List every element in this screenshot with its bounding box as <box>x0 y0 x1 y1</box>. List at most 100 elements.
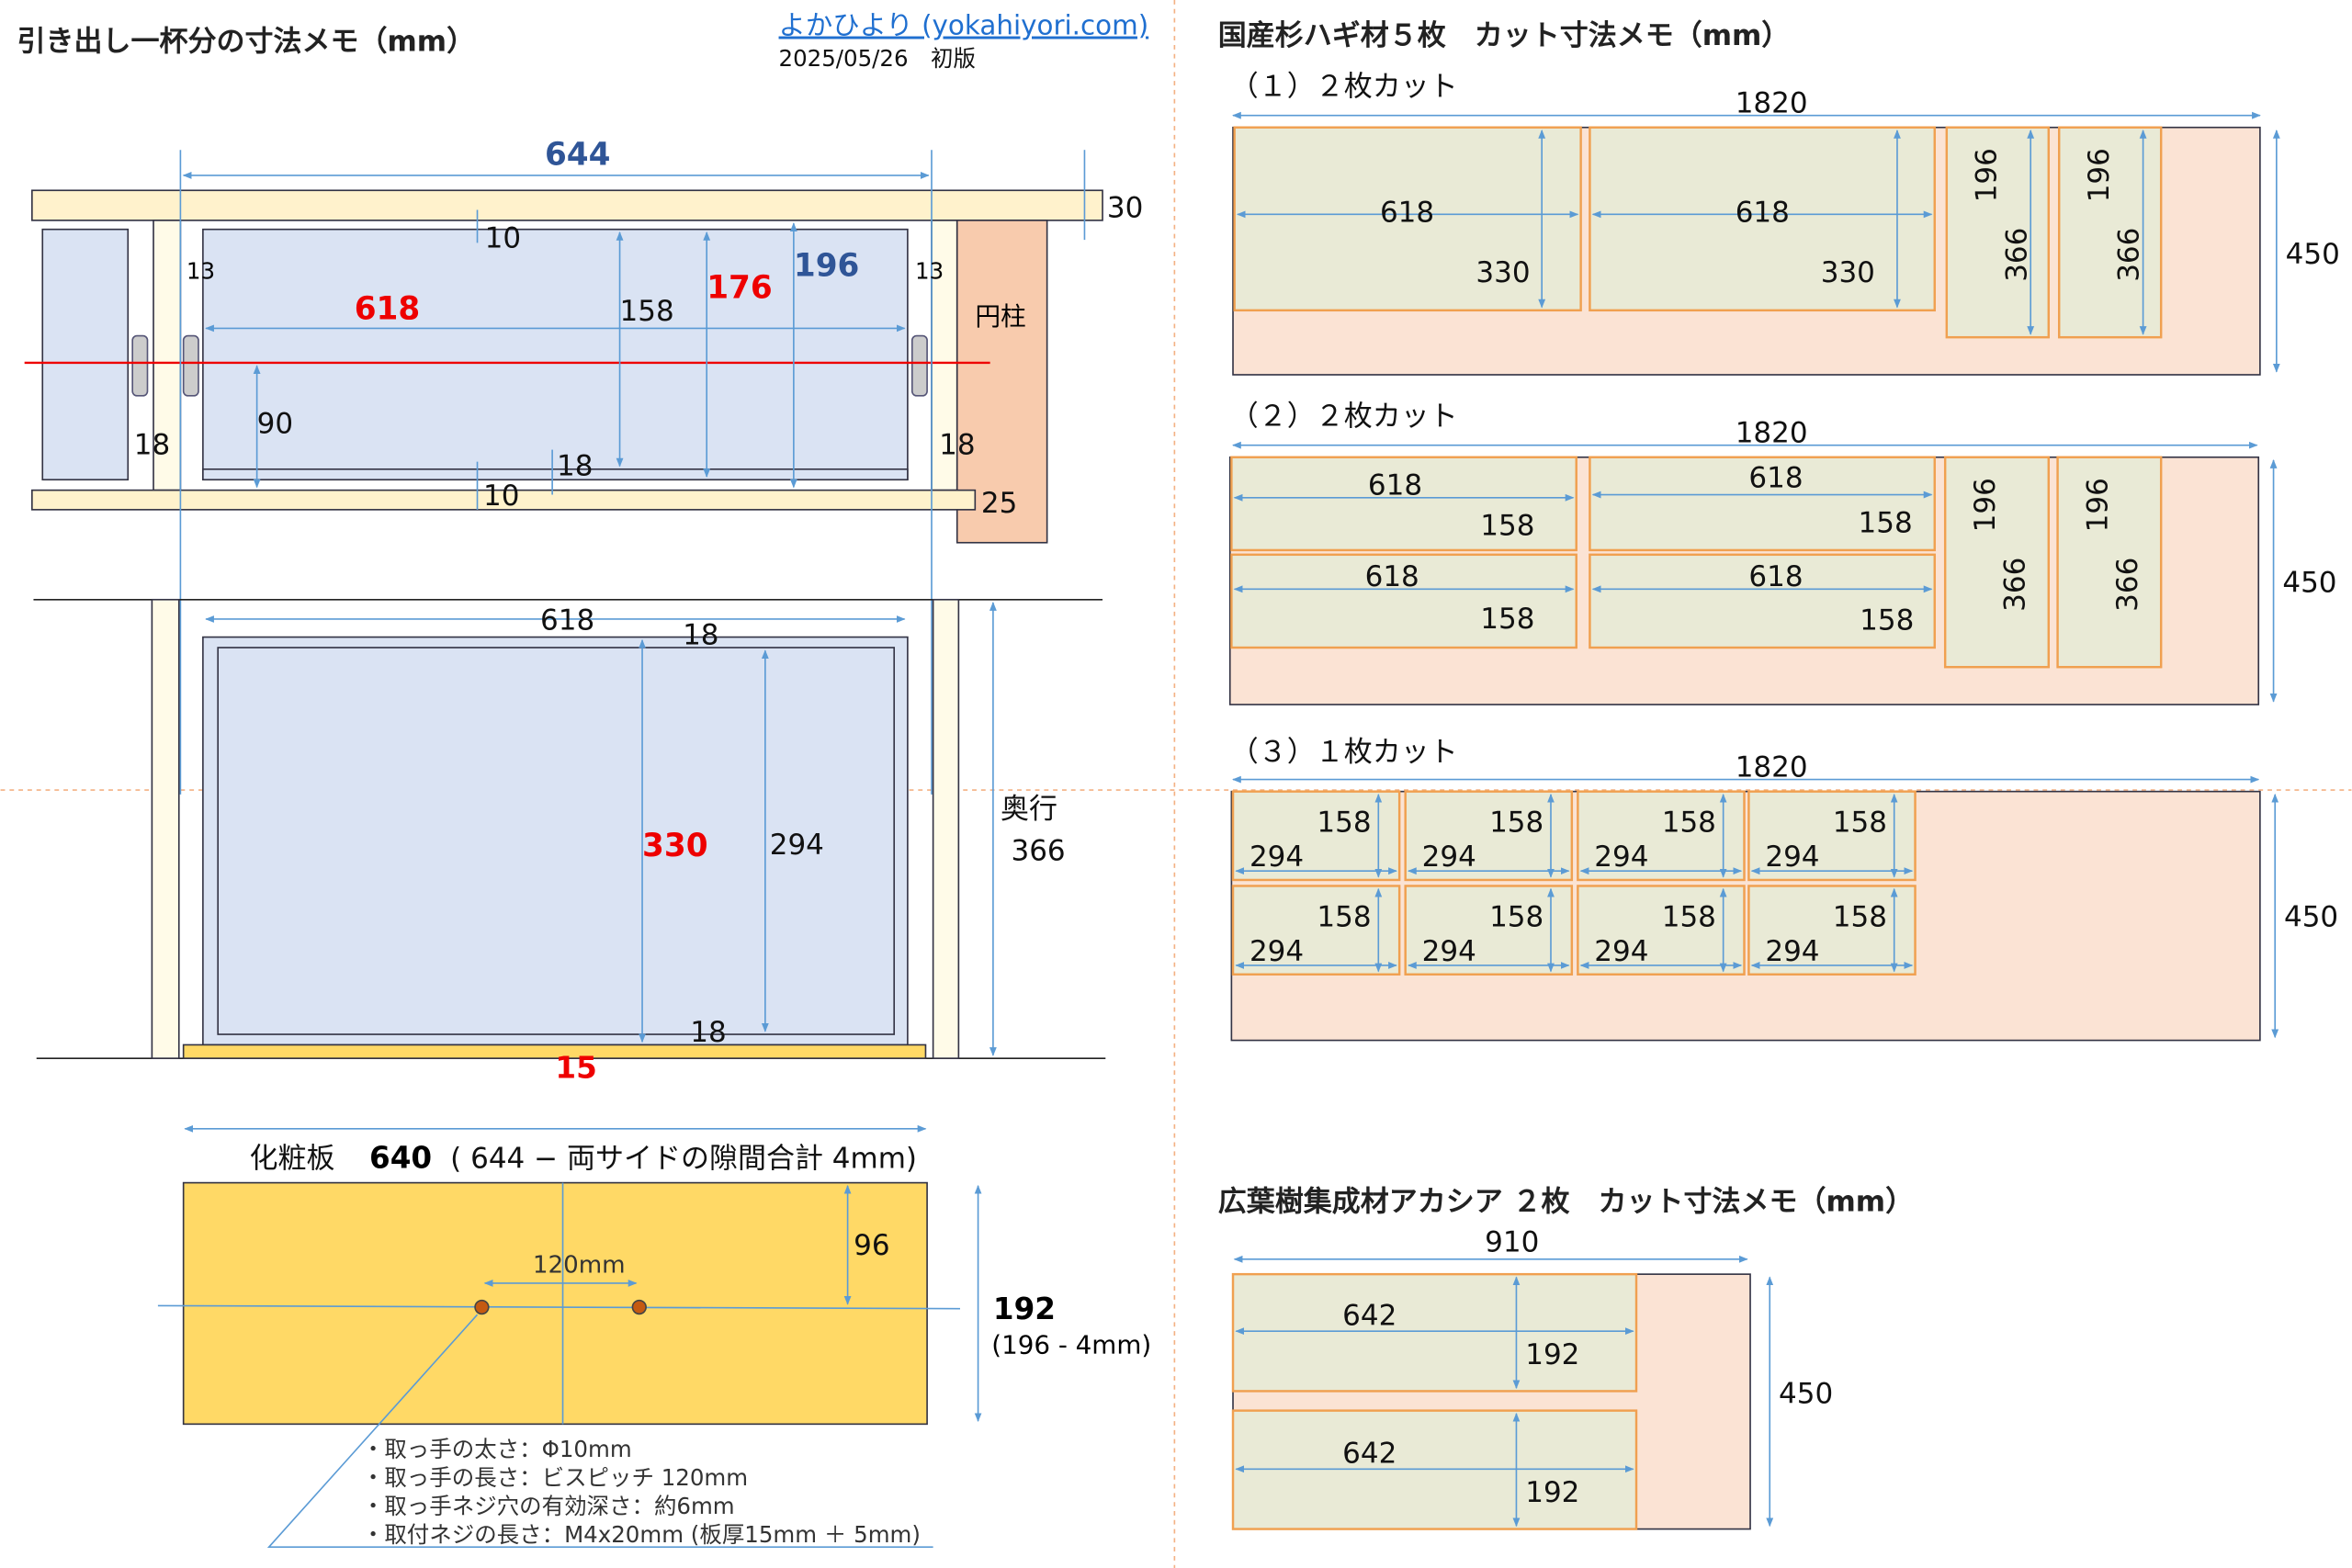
dimension-label: 618 <box>1748 461 1803 494</box>
dimension-label: 330 <box>1821 256 1875 289</box>
dimension-label: 366 <box>1999 558 2032 612</box>
cut-piece <box>1231 790 1401 882</box>
handle-screw-icon <box>631 1299 647 1315</box>
dimension-label: 192 <box>1525 1338 1579 1371</box>
piece-height: 294 <box>1765 935 1819 968</box>
note: ・取付ネジの長さ：M4x20mm (板厚15mm ＋ 5mm) <box>362 1521 921 1548</box>
dim-644: 644 <box>545 137 611 174</box>
dim-18-left: 18 <box>134 428 170 461</box>
dimension-label: 618 <box>1748 560 1803 593</box>
cut-piece <box>1747 790 1917 882</box>
dimension-label: 192 <box>1525 1476 1579 1509</box>
dimension-label: （１）２枚カット <box>1230 70 1458 103</box>
dim-330: 330 <box>642 828 708 864</box>
pitch-label: 120mm <box>533 1252 626 1280</box>
dimension-label: 366 <box>2000 228 2033 282</box>
adjacent-drawer <box>41 228 130 481</box>
note: ・取っ手の太さ：Φ10mm <box>362 1436 632 1462</box>
top-view: 644 30 10 13 13 618 158 176 196 円柱 90 18… <box>24 137 1143 795</box>
column-label: 円柱 <box>975 301 1025 332</box>
left-title: 引き出し一杯分の寸法メモ（mm） <box>17 25 476 58</box>
piece-height: 294 <box>1765 840 1819 874</box>
dimension-label: 1820 <box>1736 750 1808 784</box>
dimension-label: 366 <box>2113 228 2146 282</box>
acacia-title: 広葉樹集成材アカシア ２枚 カット寸法メモ（mm） <box>1218 1186 1914 1219</box>
panel-formula: ( 644 − 両サイドの隙間合計 4mm) <box>450 1142 917 1175</box>
site-link[interactable]: よかひより (yokahiyori.com) <box>779 10 1149 41</box>
dimension-label: （２）２枚カット <box>1230 400 1458 433</box>
dimension-label: 642 <box>1342 1438 1396 1471</box>
piece-width: 158 <box>1317 901 1371 934</box>
dimension-label: 450 <box>2282 567 2336 600</box>
dimension-label: 158 <box>1859 506 1913 539</box>
dim-13-right: 13 <box>915 258 944 285</box>
piece-height: 294 <box>1250 840 1304 874</box>
slide-rail-icon <box>182 334 199 397</box>
dimension-label: 196 <box>1971 148 2004 202</box>
dim-10-bottom: 10 <box>483 479 519 513</box>
note: ・取っ手の長さ：ビスピッチ 120mm <box>362 1464 748 1491</box>
piece-width: 158 <box>1317 807 1371 840</box>
dim-158: 158 <box>620 295 674 328</box>
piece-width: 158 <box>1489 901 1544 934</box>
cut-section-3: （３）１枚カット 1820 450 158 294 158 294 158 294 158 2… <box>1230 736 2338 1042</box>
dim-10-top: 10 <box>485 221 521 254</box>
dim-18-floor: 18 <box>690 1016 726 1049</box>
dim-18-top: 18 <box>683 619 718 652</box>
dimension-label: 196 <box>2081 478 2114 532</box>
dim-196: 196 <box>794 247 860 284</box>
panel-height: 192 <box>993 1292 1056 1326</box>
dim-618: 618 <box>355 291 421 328</box>
note: ・取っ手ネジ穴の有効深さ：約6mm <box>362 1493 735 1519</box>
cut-section-2: （２）２枚カット 1820 450 618 158 618 158 618 15… <box>1228 400 2337 705</box>
piece-height: 294 <box>1594 935 1648 968</box>
dimension-label: 196 <box>2083 148 2116 202</box>
dimension-label: 642 <box>1342 1300 1396 1333</box>
dim-96: 96 <box>854 1229 889 1262</box>
piece-height: 294 <box>1250 935 1304 968</box>
cut-piece <box>1404 885 1574 976</box>
right-title: 国産杉ハギ材５枚 カット寸法メモ（mm） <box>1218 19 1791 52</box>
piece-width: 158 <box>1662 807 1716 840</box>
dim-294: 294 <box>770 829 824 862</box>
dimension-label: 366 <box>2111 558 2144 612</box>
dim-618-side: 618 <box>540 604 594 637</box>
panel-label: 化粧板 <box>249 1142 334 1175</box>
cut-piece <box>1577 885 1746 976</box>
side-view: 618 18 330 294 18 15 奥行 366 <box>33 598 1106 1085</box>
dimension-label: 618 <box>1365 560 1419 593</box>
dim-13-left: 13 <box>187 258 215 285</box>
dimension-label: 618 <box>1368 469 1422 502</box>
top-board <box>31 189 1103 221</box>
piece-width: 158 <box>1662 901 1716 934</box>
dimension-label: 330 <box>1476 256 1530 289</box>
dimension-label: 1820 <box>1736 416 1808 449</box>
column <box>956 220 1048 544</box>
cut-piece <box>1231 885 1401 976</box>
slide-rail-icon <box>910 334 928 397</box>
cut-piece <box>1747 885 1917 976</box>
dimension-label: 450 <box>2284 901 2338 934</box>
dim-90: 90 <box>257 408 293 441</box>
dimension-label: 910 <box>1485 1226 1539 1259</box>
bottom-board <box>31 489 977 511</box>
dimension-label: （３）１枚カット <box>1230 736 1458 769</box>
dimension-label: 158 <box>1480 603 1534 636</box>
dim-25: 25 <box>981 487 1017 520</box>
acacia-section: 広葉樹集成材アカシア ２枚 カット寸法メモ（mm） 910 450 642 19… <box>1218 1186 1914 1530</box>
piece-height: 294 <box>1422 840 1476 874</box>
dimension-label: 618 <box>1380 197 1434 230</box>
piece-width: 158 <box>1489 807 1544 840</box>
panel-body <box>182 1181 928 1426</box>
drawer-bottom <box>202 468 909 481</box>
piece-width: 158 <box>1833 807 1887 840</box>
dim-18-bottom: 18 <box>557 449 593 482</box>
panel-height-note: (196 - 4mm) <box>991 1330 1151 1360</box>
date-label: 2025/05/26 初版 <box>779 45 976 72</box>
dim-176: 176 <box>707 270 773 307</box>
dimension-label: 618 <box>1736 197 1790 230</box>
dim-18-right: 18 <box>939 428 975 461</box>
dimension-label: 450 <box>2286 238 2340 271</box>
piece-height: 294 <box>1422 935 1476 968</box>
